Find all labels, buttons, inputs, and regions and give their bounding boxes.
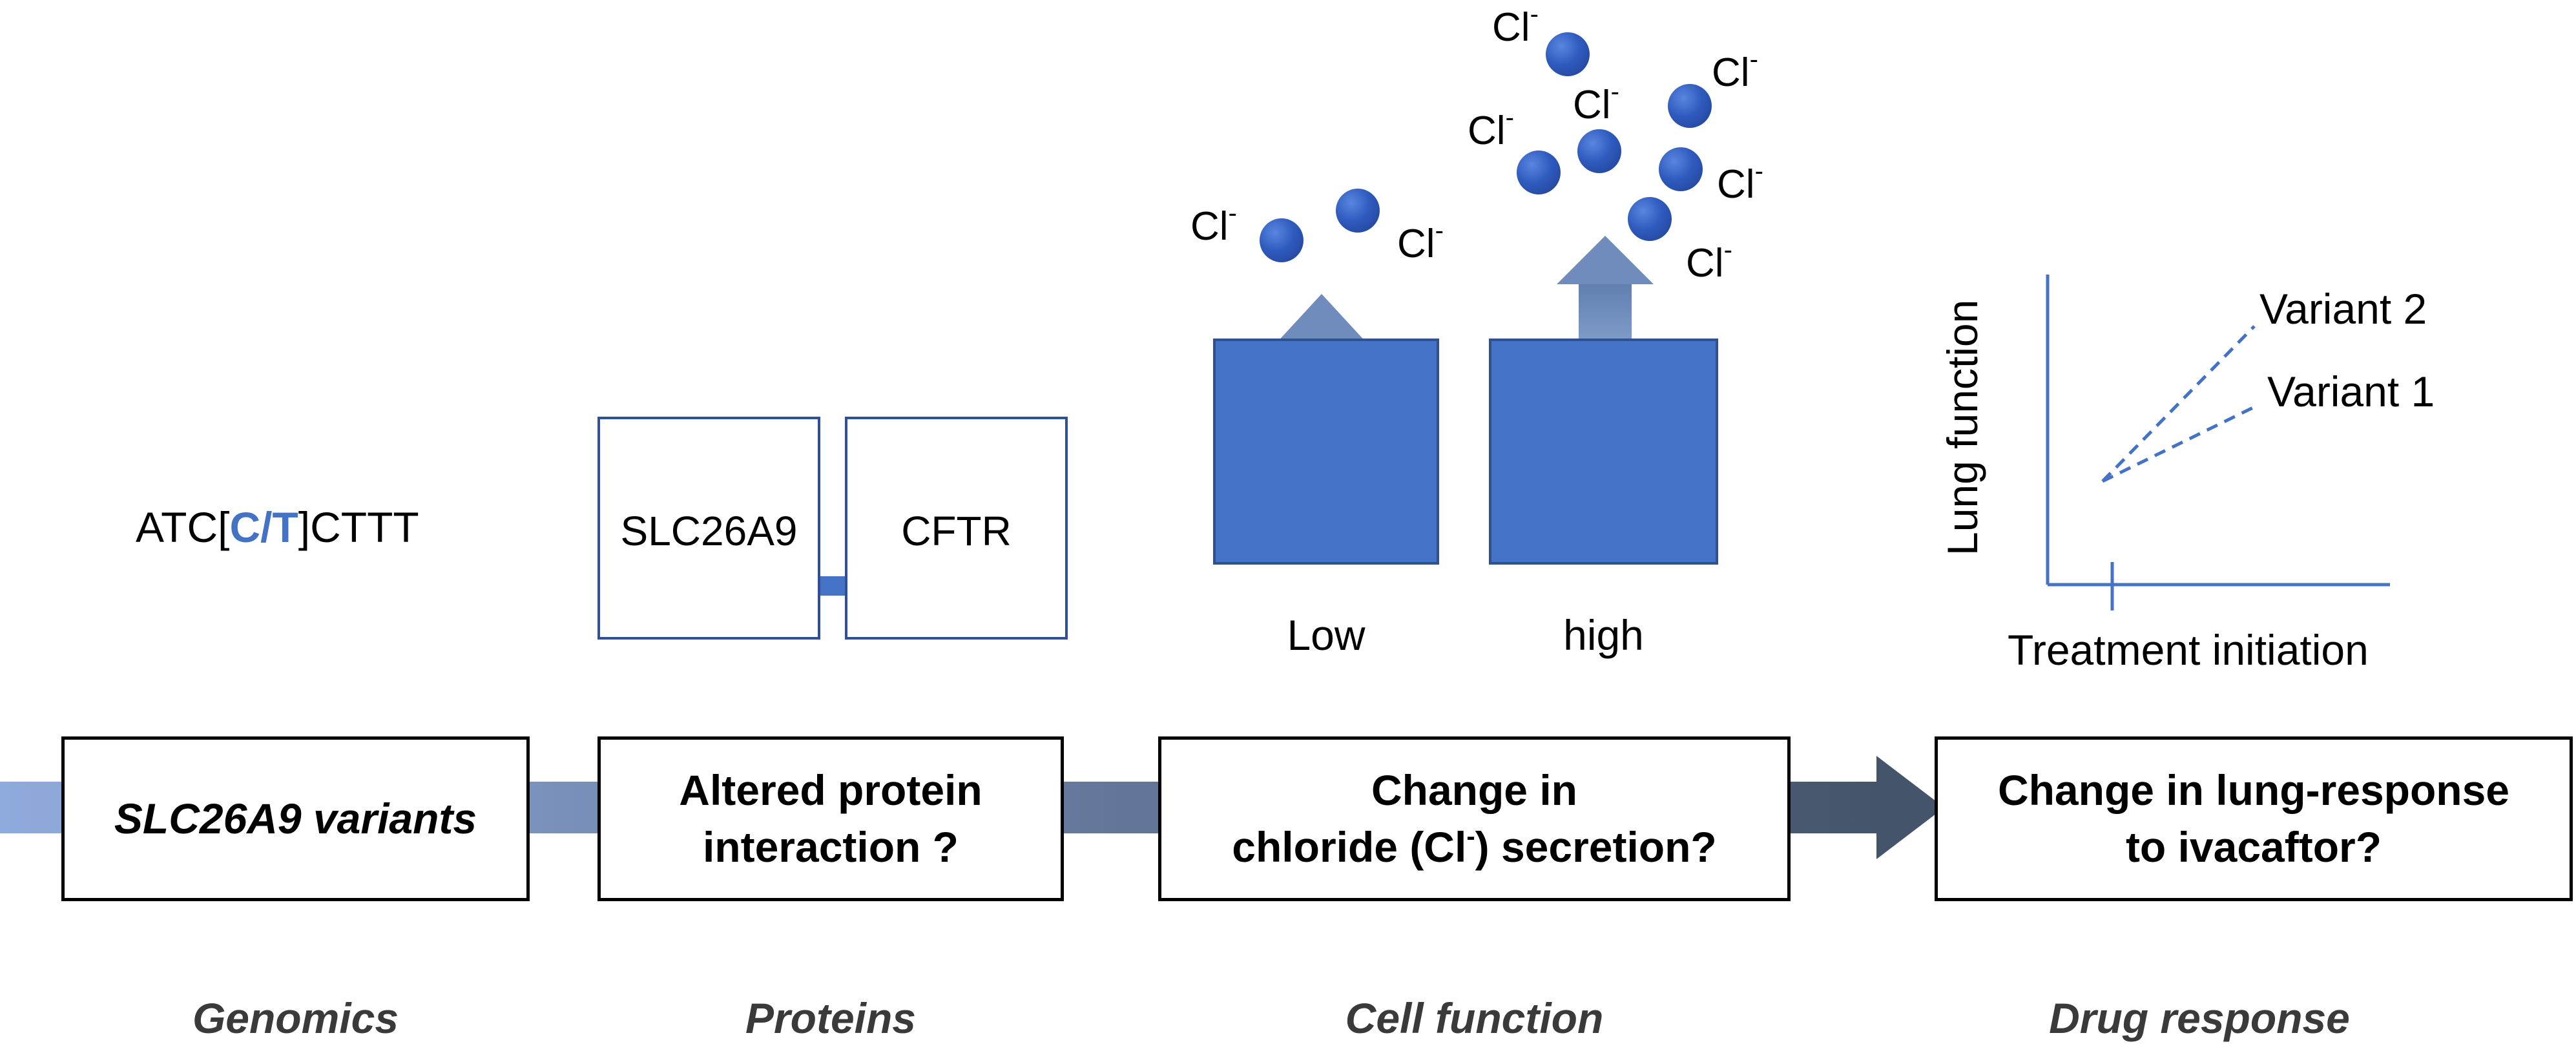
chloride-label: Cl- <box>1573 78 1619 127</box>
variant2-line <box>2101 325 2256 483</box>
chloride-label: Cl- <box>1686 236 1732 286</box>
sequence-prefix: ATC[ <box>136 503 230 551</box>
variant1-label: Variant 1 <box>2267 368 2435 415</box>
variant1-line <box>2101 405 2256 483</box>
variant2-label: Variant 2 <box>2259 285 2427 333</box>
chloride-label: Cl- <box>1712 45 1758 95</box>
chloride-ion <box>1577 129 1621 173</box>
stage-proteins-box: Altered protein interaction ? <box>597 736 1064 901</box>
category-genomics: Genomics <box>192 994 399 1042</box>
stage-cell-function-text: Change in chloride (Cl-) secretion? <box>1232 766 1717 871</box>
plot-ylabel: Lung function <box>1938 299 1986 556</box>
category-cell-function: Cell function <box>1345 994 1604 1042</box>
chloride-label: Cl- <box>1717 157 1763 207</box>
variant-t: T <box>272 503 298 551</box>
category-drug-response: Drug response <box>2049 994 2350 1042</box>
chloride-ion <box>1659 147 1703 191</box>
chloride-label: Cl- <box>1190 199 1237 249</box>
stage-cell-function-box: Change in chloride (Cl-) secretion? <box>1158 736 1791 901</box>
slc26a9-protein-box <box>597 417 820 640</box>
high-secretion-cell <box>1489 339 1718 565</box>
low-label: Low <box>1287 611 1366 659</box>
category-proteins: Proteins <box>745 994 917 1042</box>
chloride-label: Cl- <box>1492 0 1539 50</box>
high-label: high <box>1563 611 1644 659</box>
stage-drug-response-box: Change in lung-response to ivacaftor? <box>1935 736 2573 901</box>
stage-proteins-text: Altered protein interaction ? <box>679 766 982 871</box>
stage-genomics-box: SLC26A9 variants <box>61 736 530 901</box>
drug-response-plot <box>2046 275 2390 610</box>
plot-xlabel: Treatment initiation <box>2008 626 2369 674</box>
variant-c: C <box>229 503 261 551</box>
variant-separator: / <box>260 503 273 551</box>
chloride-label: Cl- <box>1468 103 1514 153</box>
chloride-ion <box>1260 218 1304 262</box>
protein-b-label: CFTR <box>901 508 1012 554</box>
protein-a-label: SLC26A9 <box>620 508 798 554</box>
chloride-ion <box>1546 32 1590 76</box>
chloride-ion <box>1517 151 1561 194</box>
low-secretion-cell <box>1213 339 1439 565</box>
chloride-ion <box>1628 197 1672 241</box>
dna-sequence: ATC[C/T]CTTT <box>136 503 419 552</box>
cftr-protein-box <box>845 417 1068 640</box>
chloride-label: Cl- <box>1397 216 1444 266</box>
stage-drug-response-text: Change in lung-response to ivacaftor? <box>1997 766 2510 871</box>
stage-genomics-text: SLC26A9 variants <box>114 794 477 842</box>
chloride-ion <box>1336 189 1380 233</box>
sequence-suffix: ]CTTT <box>298 503 419 551</box>
chloride-ion <box>1668 84 1712 128</box>
